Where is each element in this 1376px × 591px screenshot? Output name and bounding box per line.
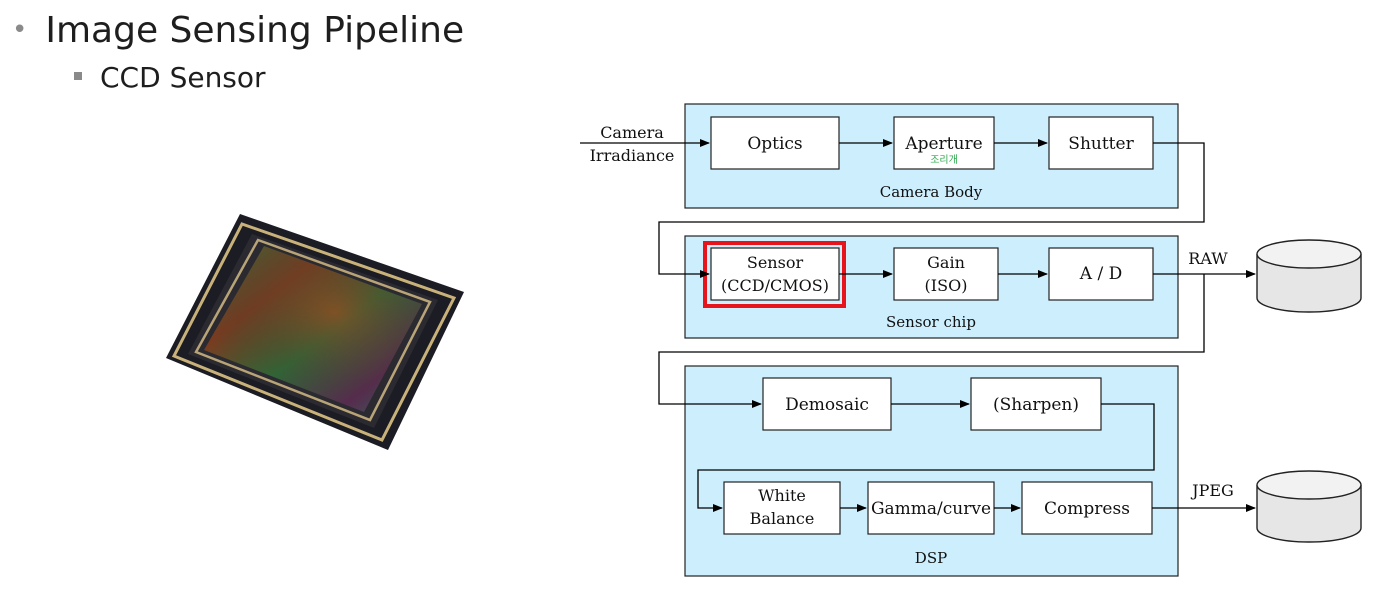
sensor-block [710,247,840,301]
gain-label-line1: Gain [927,253,965,272]
demosaic-label: Demosaic [785,395,869,415]
sensor-pins [171,222,457,442]
input-label-irradiance: Irradiance [590,146,675,165]
gamma-label: Gamma/curve [871,499,991,519]
bullet-dot-icon: • [12,15,28,45]
main-bullet-text: Image Sensing Pipeline [45,10,465,51]
sensor-label-line2: (CCD/CMOS) [721,276,829,295]
bullet-square-icon [74,72,82,80]
sharpen-label: (Sharpen) [993,395,1079,415]
gain-label-line2: (ISO) [925,276,968,295]
dsp-panel [684,365,1179,577]
jpeg-storage-icon [1256,470,1362,543]
white-balance-line2: Balance [750,509,815,528]
ccd-sensor-image [166,214,464,450]
raw-storage-icon [1256,239,1362,313]
shutter-label: Shutter [1068,134,1134,154]
optics-label: Optics [747,134,802,154]
aperture-note: 조리개 [930,154,958,166]
white-balance-line1: White [758,486,806,505]
sharpen-block [970,377,1102,431]
gamma-block [867,481,995,535]
sub-bullet-text: CCD Sensor [100,61,266,94]
jpeg-output-label: JPEG [1190,481,1234,500]
raw-output-label: RAW [1188,249,1228,268]
sensor-bond-ring [194,238,432,422]
pipeline-diagram: Camera Irradiance Optics Aperture 조리개 Sh… [580,103,1362,577]
aperture-label: Aperture [904,134,982,154]
main-bullet: • Image Sensing Pipeline [12,8,464,53]
sensor-label-line1: Sensor [747,253,804,272]
ad-block [1048,247,1154,301]
input-label-camera: Camera [600,123,664,142]
ad-label: A / D [1079,264,1122,284]
compress-label: Compress [1044,499,1130,519]
camera-body-label: Camera Body [880,183,983,201]
sensor-chip-label: Sensor chip [886,313,976,331]
sub-bullet: CCD Sensor [74,60,266,96]
dsp-label: DSP [915,549,947,567]
connectors [580,139,1256,512]
